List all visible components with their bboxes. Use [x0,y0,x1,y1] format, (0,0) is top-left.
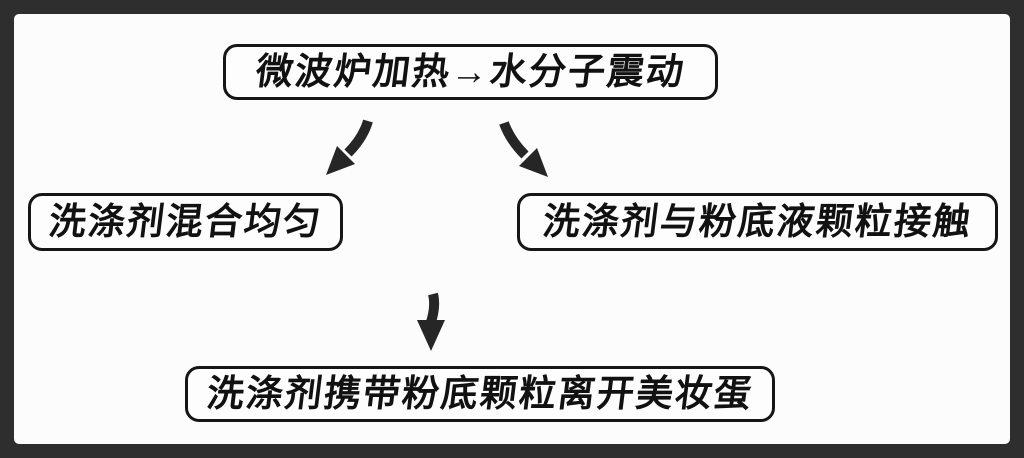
node-label: 微波炉加热→水分子震动 [253,50,688,92]
node-label: 洗涤剂携带粉底颗粒离开美妆蛋 [204,372,756,414]
node-label: 洗涤剂混合均匀 [46,200,325,242]
flowchart-node-detergent-contacts-particles: 洗涤剂与粉底液颗粒接触 [517,193,998,251]
arrow-down-icon [412,292,450,354]
node-label: 洗涤剂与粉底液颗粒接触 [540,200,975,242]
flowchart-node-detergent-mixed: 洗涤剂混合均匀 [28,193,343,251]
arrow-down-right-icon [497,120,552,180]
flowchart-node-particles-leave-sponge: 洗涤剂携带粉底颗粒离开美妆蛋 [185,366,775,422]
flowchart-node-microwave-heating: 微波炉加热→水分子震动 [223,44,718,100]
arrow-down-left-icon [322,118,374,178]
flowchart-canvas: 微波炉加热→水分子震动 洗涤剂混合均匀 洗涤剂与粉底液颗粒接触 [14,14,1010,444]
